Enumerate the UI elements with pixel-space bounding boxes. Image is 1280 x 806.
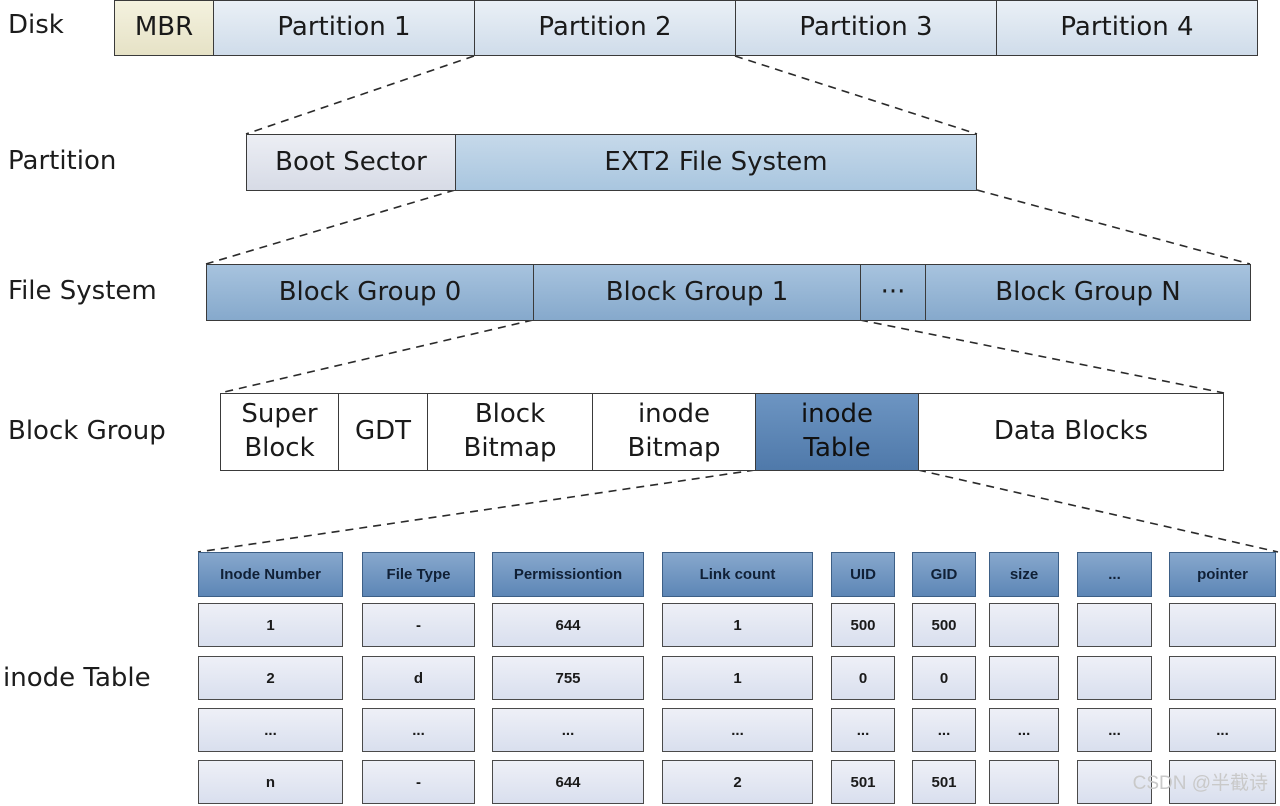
table-cell-permission: ... [492, 708, 644, 752]
table-cell-inode-number: 1 [198, 603, 343, 647]
fs-to-bg-right [859, 319, 1225, 394]
block-group-0-block: Block Group 0 [206, 264, 534, 321]
inode-table-line2: Table [803, 433, 871, 463]
row-label-block-group: Block Group [8, 416, 166, 446]
table-cell-gid: ... [912, 708, 976, 752]
table-cell-uid: 501 [831, 760, 895, 804]
table-cell-file-type: d [362, 656, 475, 700]
inode-bitmap-block: inode Bitmap [592, 393, 756, 471]
inode-bitmap-line1: inode [637, 399, 711, 430]
boot-sector-block: Boot Sector [246, 134, 456, 191]
table-header-uid: UID [831, 552, 895, 597]
table-cell-gid: 0 [912, 656, 976, 700]
table-cell-link-count: ... [662, 708, 813, 752]
table-cell-gid: 500 [912, 603, 976, 647]
table-cell-file-type: - [362, 603, 475, 647]
inode-bitmap-line2: Bitmap [627, 433, 721, 463]
table-header-inode-number: Inode Number [198, 552, 343, 597]
bg-to-inode-right [917, 469, 1279, 553]
row-label-inode-table: inode Table [3, 663, 151, 693]
table-cell-uid: ... [831, 708, 895, 752]
table-header-permission: Permissiontion [492, 552, 644, 597]
partition-3-block: Partition 3 [735, 0, 997, 56]
row-label-disk: Disk [8, 10, 64, 40]
table-cell-gid: 501 [912, 760, 976, 804]
watermark: CSDN @半截诗 [1132, 773, 1268, 794]
table-cell-permission: 755 [492, 656, 644, 700]
table-header-ellipsis: ... [1077, 552, 1152, 597]
table-cell-permission: 644 [492, 760, 644, 804]
disk-to-partition-left [245, 55, 475, 135]
table-cell-ellipsis [1077, 760, 1152, 804]
block-bitmap-block: Block Bitmap [427, 393, 593, 471]
table-cell-pointer [1169, 603, 1276, 647]
table-header-pointer: pointer [1169, 552, 1276, 597]
table-header-link-count: Link count [662, 552, 813, 597]
table-cell-ellipsis [1077, 656, 1152, 700]
table-cell-file-type: - [362, 760, 475, 804]
table-header-gid: GID [912, 552, 976, 597]
partition-to-fs-right [976, 189, 1251, 265]
row-label-file-system: File System [8, 276, 157, 306]
partition-4-block: Partition 4 [996, 0, 1258, 56]
table-cell-link-count: 1 [662, 603, 813, 647]
fs-to-bg-left [219, 319, 534, 394]
data-blocks-label: Data Blocks [993, 416, 1149, 447]
table-cell-uid: 0 [831, 656, 895, 700]
block-group-n-block: Block Group N [925, 264, 1251, 321]
table-cell-inode-number: 2 [198, 656, 343, 700]
table-header-file-type: File Type [362, 552, 475, 597]
block-bitmap-line1: Block [474, 399, 546, 430]
inode-table-block: inode Table [755, 393, 919, 471]
table-cell-inode-number: ... [198, 708, 343, 752]
table-header-size: size [989, 552, 1059, 597]
table-cell-pointer: ... [1169, 708, 1276, 752]
table-cell-link-count: 1 [662, 656, 813, 700]
table-cell-pointer [1169, 760, 1276, 804]
table-cell-size [989, 760, 1059, 804]
disk-to-partition-right [734, 55, 978, 135]
table-cell-size [989, 656, 1059, 700]
partition-to-fs-left [205, 189, 456, 265]
table-cell-size: ... [989, 708, 1059, 752]
super-block-line2: Block [244, 433, 315, 463]
table-cell-inode-number: n [198, 760, 343, 804]
gdt-block: GDT [338, 393, 428, 471]
data-blocks-block: Data Blocks [918, 393, 1224, 471]
row-label-partition: Partition [8, 146, 117, 176]
partition-2-block: Partition 2 [474, 0, 736, 56]
gdt-label: GDT [354, 416, 412, 447]
inode-table-line1: inode [800, 399, 874, 430]
table-cell-link-count: 2 [662, 760, 813, 804]
super-block-block: Super Block [220, 393, 339, 471]
table-cell-ellipsis: ... [1077, 708, 1152, 752]
block-bitmap-line2: Bitmap [463, 433, 557, 463]
super-block-line1: Super [241, 399, 318, 430]
table-cell-permission: 644 [492, 603, 644, 647]
block-group-ellipsis-block: ··· [860, 264, 926, 321]
partition-1-block: Partition 1 [213, 0, 475, 56]
bg-to-inode-left [197, 469, 756, 553]
table-cell-file-type: ... [362, 708, 475, 752]
mbr-block: MBR [114, 0, 214, 56]
ext2-file-system-block: EXT2 File System [455, 134, 977, 191]
table-cell-uid: 500 [831, 603, 895, 647]
block-group-1-block: Block Group 1 [533, 264, 861, 321]
table-cell-pointer [1169, 656, 1276, 700]
table-cell-ellipsis [1077, 603, 1152, 647]
table-cell-size [989, 603, 1059, 647]
